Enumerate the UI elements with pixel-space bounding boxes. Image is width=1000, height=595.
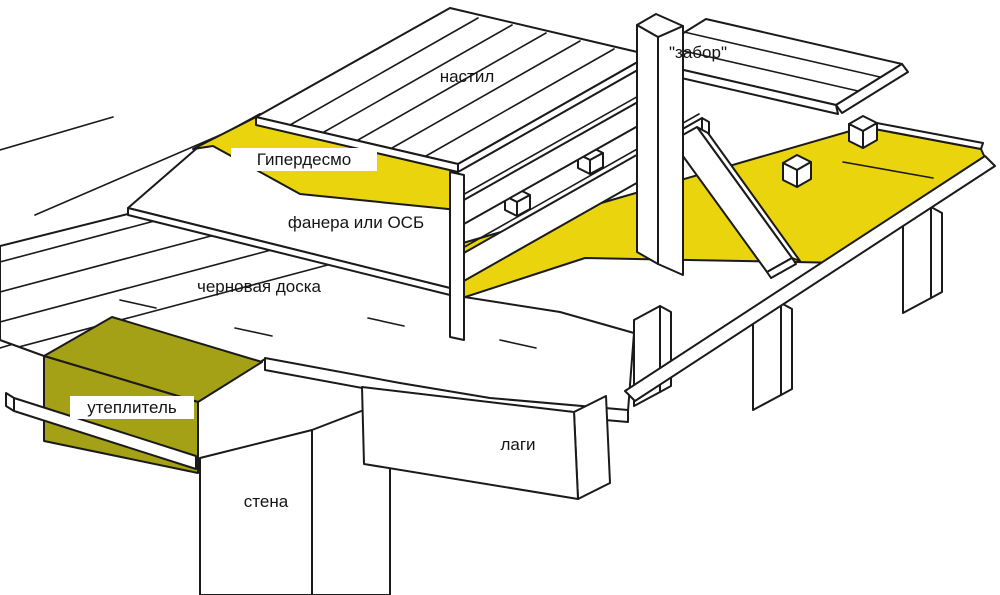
rim-board [624,155,996,402]
main-joist [361,386,611,500]
label-subfloor: черновая доска [197,277,321,296]
label-decking: настил [439,67,495,86]
label-insulation: утеплитель [70,396,194,420]
label-fence: "забор" [669,43,727,62]
decking-right [639,18,909,115]
floor-front-fascia [264,357,629,423]
fence-post [636,13,684,276]
label-joists: лаги [500,435,536,454]
spacer-blocks [504,115,878,217]
membrane-seam-line [842,161,934,179]
label-sheathing: фанера или ОСБ [287,213,425,232]
label-wall: стена [243,492,289,511]
diagonal-brace [671,126,801,279]
decking-left [255,7,651,173]
support-plank [449,171,465,341]
fascia-board [5,392,197,470]
decking-board-seams [289,17,615,157]
label-membrane: Гипердесмо [231,148,377,172]
